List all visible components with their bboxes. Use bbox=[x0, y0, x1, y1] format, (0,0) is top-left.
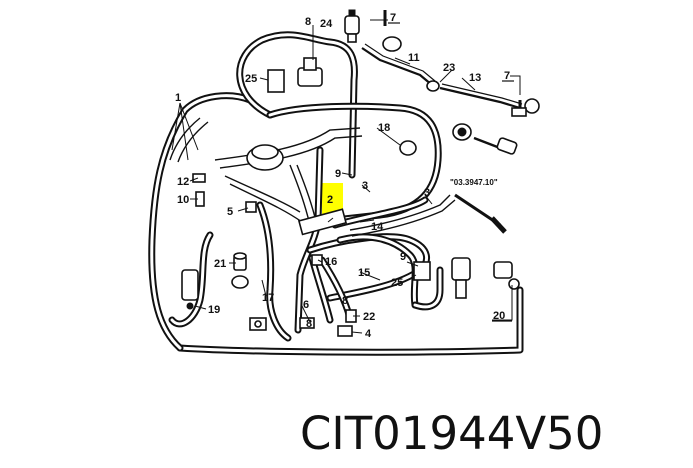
label-9b: 9 bbox=[400, 251, 406, 263]
label-2: 2 bbox=[327, 194, 333, 206]
reference-note: "03.3947.10" bbox=[450, 178, 498, 187]
highlight-part-2 bbox=[322, 183, 343, 217]
label-22: 22 bbox=[363, 311, 375, 323]
label-3b: 3 bbox=[424, 187, 430, 199]
label-20: 20 bbox=[493, 310, 505, 322]
label-24: 24 bbox=[320, 18, 333, 30]
label-14: 14 bbox=[371, 221, 384, 233]
components bbox=[181, 9, 540, 337]
label-11: 11 bbox=[408, 52, 420, 64]
label-18: 18 bbox=[378, 122, 390, 134]
label-19: 19 bbox=[208, 304, 220, 316]
label-6: 6 bbox=[303, 299, 309, 311]
part-23-fitting bbox=[426, 80, 440, 92]
part-5-fitting bbox=[245, 201, 257, 213]
label-21: 21 bbox=[214, 258, 226, 270]
label-4: 4 bbox=[365, 328, 372, 340]
part-16-fitting bbox=[311, 254, 323, 266]
manifold-block bbox=[297, 208, 348, 236]
bracket-25-lower bbox=[413, 261, 431, 281]
part-8-fitting bbox=[299, 317, 315, 329]
part-20-sensor bbox=[493, 261, 513, 279]
part-code: CIT01944V50 bbox=[300, 407, 603, 460]
label-7a: 7 bbox=[390, 12, 396, 24]
label-9a: 9 bbox=[335, 168, 341, 180]
label-10: 10 bbox=[177, 194, 189, 206]
part-21b-elbow bbox=[231, 275, 249, 289]
label-3a: 3 bbox=[362, 180, 368, 192]
label-25a: 25 bbox=[245, 73, 257, 85]
bracket-25-upper bbox=[267, 69, 285, 93]
part-4-fitting bbox=[337, 325, 353, 337]
label-25b: 25 bbox=[391, 277, 403, 289]
callout-labels: 1 2 3 3 4 5 6 7 7 8 8 8 9 9 10 11 12 13 … bbox=[175, 12, 510, 340]
label-8a: 8 bbox=[305, 16, 311, 28]
part-24-valve bbox=[344, 15, 360, 35]
label-1: 1 bbox=[175, 92, 181, 104]
part-12-fitting bbox=[192, 173, 206, 183]
leader-lines bbox=[171, 13, 521, 334]
thin-pipes bbox=[169, 43, 523, 237]
label-23: 23 bbox=[443, 62, 455, 74]
label-5: 5 bbox=[227, 206, 233, 218]
label-15: 15 bbox=[358, 267, 370, 279]
detail-connector-body bbox=[496, 137, 518, 155]
part-11-fitting bbox=[382, 36, 402, 52]
label-16: 16 bbox=[325, 256, 337, 268]
hose-network bbox=[148, 31, 524, 356]
part-18-fitting bbox=[399, 140, 417, 156]
label-13: 13 bbox=[469, 72, 481, 84]
label-8b: 8 bbox=[342, 295, 348, 307]
label-17: 17 bbox=[262, 292, 274, 304]
label-7b: 7 bbox=[504, 70, 510, 82]
valve-lower-body bbox=[451, 257, 471, 281]
label-8c: 8 bbox=[306, 318, 312, 330]
part-19-valve bbox=[181, 269, 199, 301]
part-13-ball bbox=[524, 98, 540, 114]
label-12: 12 bbox=[177, 176, 189, 188]
